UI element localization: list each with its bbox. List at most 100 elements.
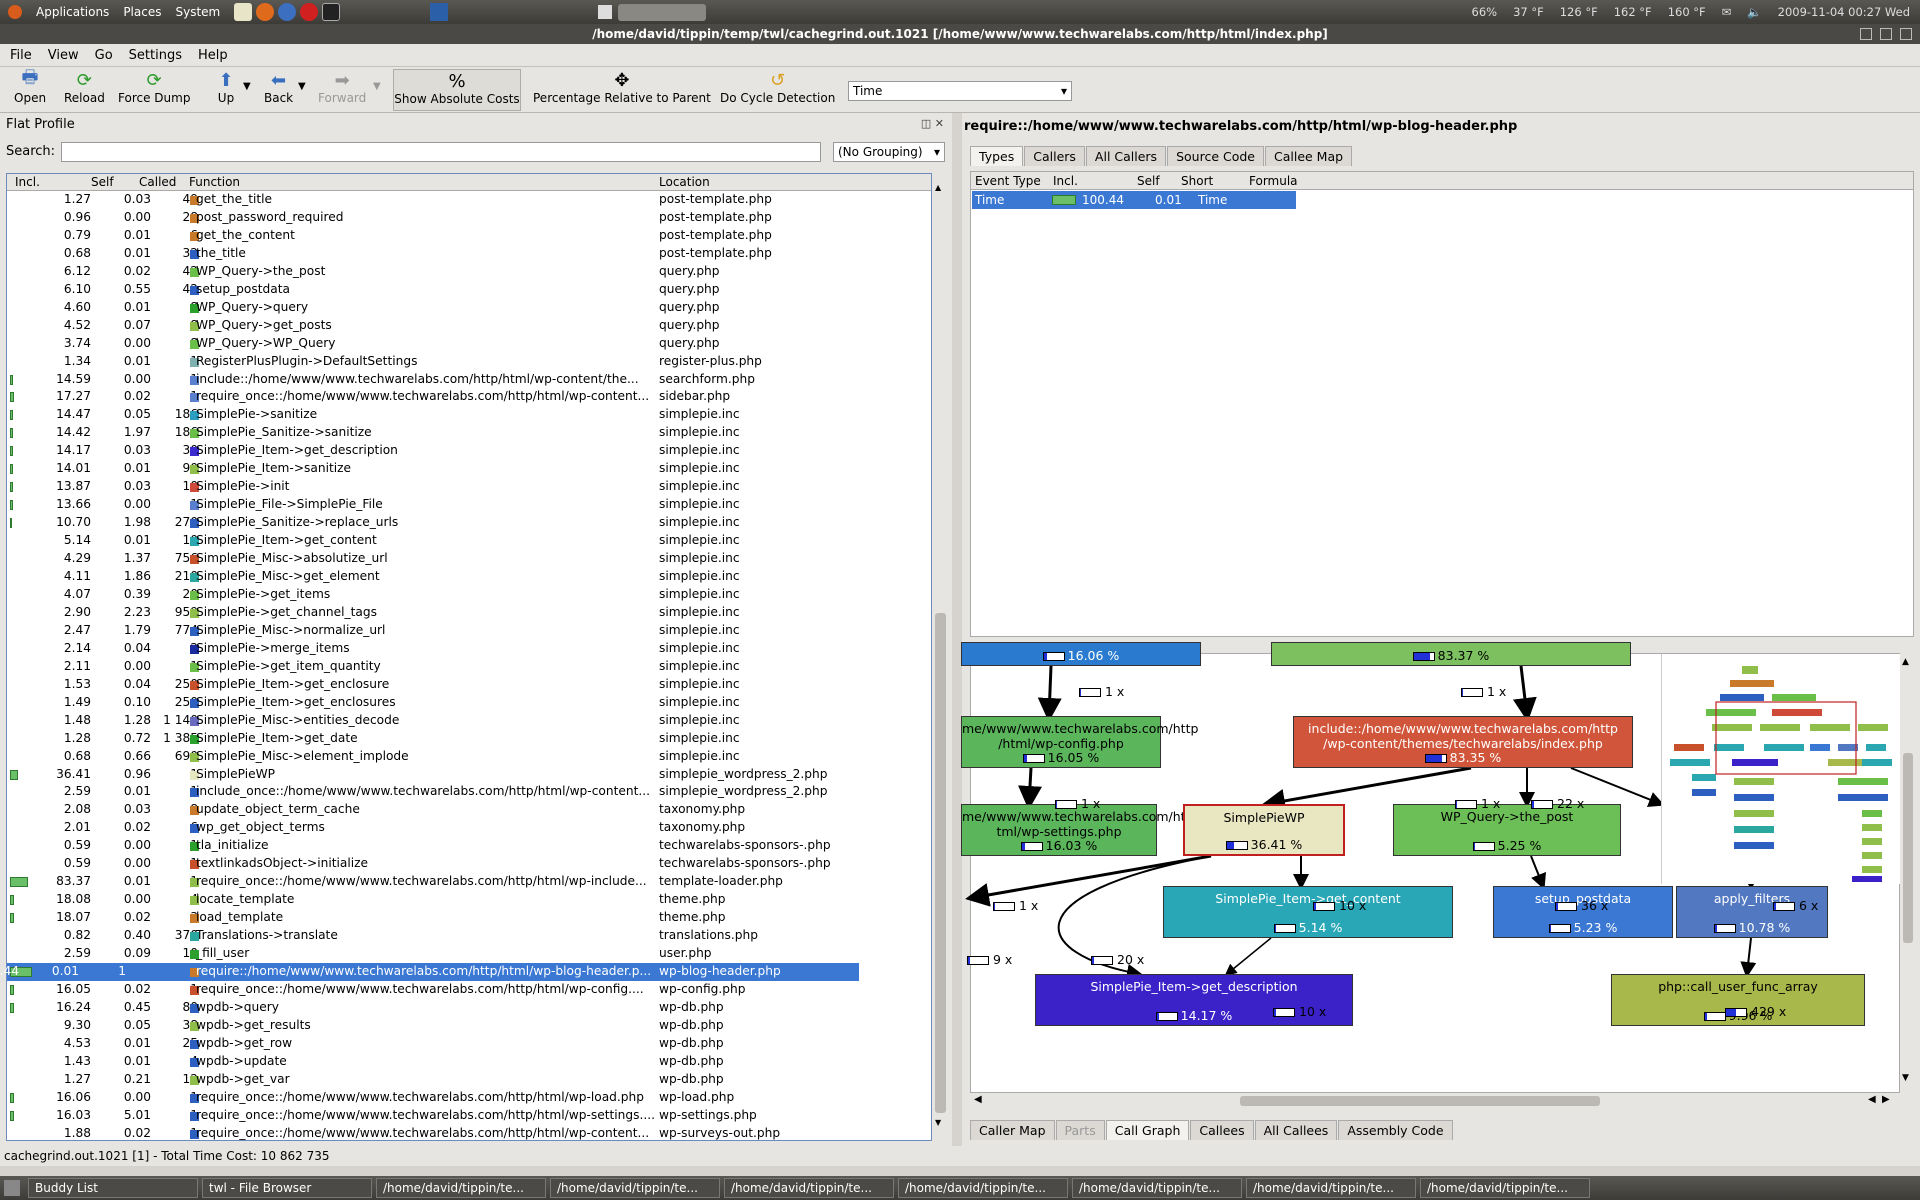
table-row[interactable]: 14.010.0190SimplePie_Item->sanitizesimpl…	[7, 460, 931, 478]
scrollbar-thumb[interactable]	[1240, 1096, 1600, 1106]
back-button[interactable]: ⬅Back	[264, 69, 294, 106]
task-buddy-list[interactable]: Buddy List	[28, 1178, 198, 1198]
graph-node-top-left[interactable]: 16.06 %	[961, 642, 1201, 666]
col-self[interactable]: Self	[91, 175, 114, 189]
mail-icon[interactable]: ✉	[1721, 5, 1732, 19]
list-scrollbar[interactable]: ▲ ▼	[932, 173, 950, 1141]
table-row[interactable]: 2.590.011include_once::/home/www/www.tec…	[7, 783, 931, 801]
graph-vscrollbar[interactable]: ▲ ▼	[1900, 653, 1916, 1093]
forward-button[interactable]: ➡Forward	[318, 69, 367, 106]
task-file-browser[interactable]: twl - File Browser	[202, 1178, 372, 1198]
table-row[interactable]: 100.440.011require::/home/www/www.techwa…	[0, 962, 859, 981]
event-type-select[interactable]: Time▾	[848, 81, 1072, 101]
types-row[interactable]: Time 100.44 0.01 Time	[972, 191, 1296, 209]
col-self[interactable]: Self	[1137, 174, 1160, 188]
table-row[interactable]: 1.880.021require_once::/home/www/www.tec…	[7, 1125, 931, 1143]
col-event-type[interactable]: Event Type	[975, 174, 1041, 188]
show-desktop-icon[interactable]	[4, 1180, 20, 1196]
battery-indicator[interactable]: 66%	[1471, 5, 1498, 19]
scroll-down-icon[interactable]: ▼	[935, 1118, 942, 1127]
undock-icon[interactable]: ◫	[920, 117, 932, 130]
scroll-left-end-icon[interactable]: ◀	[1868, 1094, 1876, 1105]
table-row[interactable]: 14.170.0330SimplePie_Item->get_descripti…	[7, 442, 931, 460]
menu-go[interactable]: Go	[94, 47, 113, 63]
task-window-7[interactable]: /home/david/tippin/te...	[1420, 1178, 1590, 1198]
force-dump-button[interactable]: ⟳Force Dump	[118, 69, 191, 106]
thunderbird-launcher-icon[interactable]	[278, 3, 297, 21]
scrollbar-thumb[interactable]	[935, 613, 946, 1113]
tab-callees[interactable]: Callees	[1190, 1120, 1254, 1140]
table-row[interactable]: 0.790.016get_the_contentpost-template.ph…	[7, 227, 931, 245]
terminal-launcher-icon[interactable]	[322, 3, 341, 21]
weather-indicator[interactable]: 37 °F	[1513, 5, 1544, 19]
table-row[interactable]: 16.035.011require_once::/home/www/www.te…	[7, 1107, 931, 1125]
tab-callers[interactable]: Callers	[1024, 146, 1085, 166]
tab-source-code[interactable]: Source Code	[1167, 146, 1264, 166]
maximize-button[interactable]	[1880, 28, 1892, 40]
table-row[interactable]: 36.410.961SimplePieWPsimplepie_wordpress…	[7, 766, 931, 784]
task-window-3[interactable]: /home/david/tippin/te...	[724, 1178, 894, 1198]
firefox-launcher-icon[interactable]	[256, 3, 275, 21]
graph-hscrollbar[interactable]: ◀ ◀ ▶	[970, 1093, 1900, 1109]
call-graph[interactable]: 16.06 %83.37 %me/www/www.techwarelabs.co…	[961, 642, 1901, 1093]
task-window-1[interactable]: /home/david/tippin/te...	[376, 1178, 546, 1198]
scroll-up-icon[interactable]: ▲	[1902, 657, 1909, 667]
function-list[interactable]: Incl. Self Called Function Location 1.27…	[0, 173, 932, 1143]
table-row[interactable]: 0.590.001textlinkadsObject->initializete…	[7, 855, 931, 873]
table-row[interactable]: 13.660.001SimplePie_File->SimplePie_File…	[7, 496, 931, 514]
tab-parts[interactable]: Parts	[1055, 1120, 1105, 1140]
task-window-6[interactable]: /home/david/tippin/te...	[1246, 1178, 1416, 1198]
scroll-right-icon[interactable]: ▶	[1882, 1094, 1890, 1105]
volume-icon[interactable]: 🔈	[1747, 5, 1762, 19]
search-input[interactable]	[61, 142, 821, 162]
opera-launcher-icon[interactable]	[300, 3, 319, 21]
text-editor-launcher-icon[interactable]	[234, 3, 253, 21]
close-button[interactable]	[1900, 28, 1912, 40]
tab-caller-map[interactable]: Caller Map	[970, 1120, 1055, 1140]
col-formula[interactable]: Formula	[1249, 174, 1298, 188]
forward-dropdown-icon[interactable]: ▼	[373, 81, 381, 92]
minimize-button[interactable]	[1860, 28, 1872, 40]
graph-overview[interactable]	[1661, 654, 1901, 884]
window-titlebar[interactable]: /home/david/tippin/temp/twl/cachegrind.o…	[0, 24, 1920, 44]
table-row[interactable]: 14.590.001include::/home/www/www.techwar…	[7, 371, 931, 389]
up-button[interactable]: ⬆Up	[214, 69, 238, 111]
back-dropdown-icon[interactable]: ▼	[298, 81, 306, 92]
table-row[interactable]: 16.060.001require_once::/home/www/www.te…	[7, 1089, 931, 1107]
up-dropdown-icon[interactable]: ▼	[243, 81, 251, 92]
menu-help[interactable]: Help	[197, 47, 228, 63]
tab-assembly-code[interactable]: Assembly Code	[1338, 1120, 1453, 1140]
close-panel-icon[interactable]: ✕	[934, 117, 944, 130]
col-function[interactable]: Function	[189, 175, 241, 189]
task-window-2[interactable]: /home/david/tippin/te...	[550, 1178, 720, 1198]
col-called[interactable]: Called	[139, 175, 177, 189]
menu-settings[interactable]: Settings	[128, 47, 182, 63]
workspace-switcher-icon[interactable]	[430, 3, 449, 21]
